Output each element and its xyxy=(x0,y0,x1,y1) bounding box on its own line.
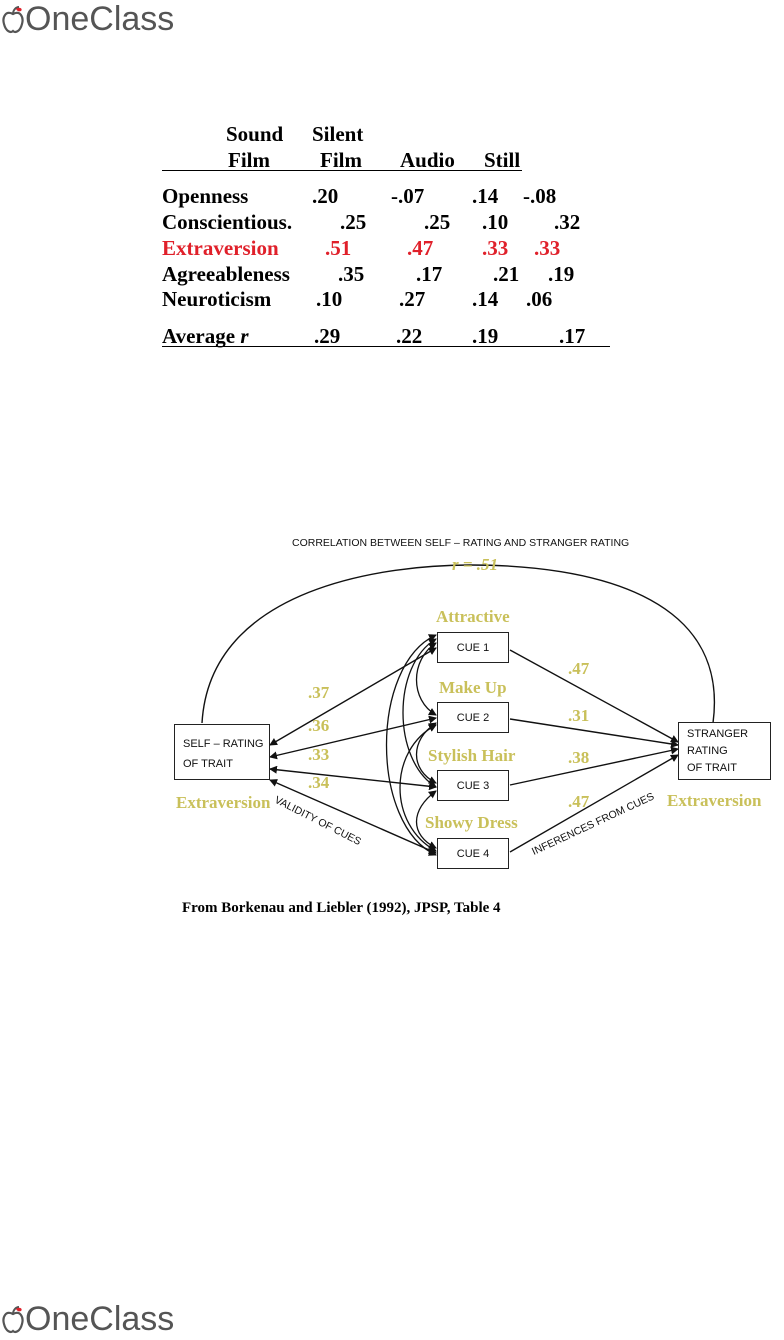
cell: .20 xyxy=(312,184,339,208)
validity-value-1: .37 xyxy=(308,683,330,702)
self-rating-line-1: SELF – RATING xyxy=(183,738,264,750)
cell: -.07 xyxy=(391,184,425,208)
cue-link-1-4 xyxy=(385,634,437,856)
validity-value-3: .33 xyxy=(308,745,330,764)
inference-arrow-3 xyxy=(509,746,679,786)
source-citation: From Borkenau and Liebler (1992), JPSP, … xyxy=(182,900,501,916)
correlation-arc xyxy=(201,564,716,724)
average-cell: .17 xyxy=(559,324,586,348)
cue-box-4: CUE 4 xyxy=(437,838,509,869)
apple-icon xyxy=(2,5,24,33)
average-rule xyxy=(162,346,610,347)
cell: .47 xyxy=(407,236,434,260)
row-label: Agreeableness xyxy=(162,262,290,286)
cue-box-1: CUE 1 xyxy=(437,632,509,663)
cue-name-4: Showy Dress xyxy=(425,813,518,832)
validity-value-4: .34 xyxy=(308,773,330,792)
cell: .33 xyxy=(534,236,561,260)
cell: .35 xyxy=(338,262,365,286)
header-audio: Audio xyxy=(400,148,455,172)
diagram-lines xyxy=(201,564,716,856)
header-silent: Silent xyxy=(312,122,364,146)
validity-arrow-4 xyxy=(269,779,437,854)
row-label: Conscientious. xyxy=(162,210,293,234)
inference-arrow-2 xyxy=(509,718,679,748)
cell: .19 xyxy=(548,262,575,286)
cell: .21 xyxy=(493,262,520,286)
average-r: r xyxy=(240,324,249,348)
cell: .25 xyxy=(340,210,367,234)
average-cell: .22 xyxy=(396,324,423,348)
validity-value-2: .36 xyxy=(308,716,330,735)
inference-value-1: .47 xyxy=(568,659,590,678)
apple-icon xyxy=(2,1305,24,1333)
cell: .17 xyxy=(416,262,443,286)
cell: .14 xyxy=(472,184,499,208)
stranger-rating-box: STRANGER RATING OF TRAIT xyxy=(678,722,771,780)
cell: .10 xyxy=(316,287,343,311)
average-cell: .19 xyxy=(472,324,499,348)
cell: .33 xyxy=(482,236,509,260)
oneclass-logo-bottom: OneClass xyxy=(2,1300,174,1339)
header-rule xyxy=(162,170,522,171)
self-rating-line-2: OF TRAIT xyxy=(183,758,233,770)
cue-name-3: Stylish Hair xyxy=(428,746,516,765)
validity-arrow-2 xyxy=(269,715,437,760)
diagram-title: CORRELATION BETWEEN SELF – RATING AND ST… xyxy=(292,537,630,549)
stranger-trait-label: Extraversion xyxy=(667,791,762,810)
correlation-table: Sound Silent Film Film Audio Still Openn… xyxy=(162,118,622,358)
cue-name-2: Make Up xyxy=(439,678,507,697)
average-label: Average r xyxy=(162,326,249,347)
cue-name-1: Attractive xyxy=(436,607,510,626)
header-still: Still xyxy=(484,148,521,172)
cell: .25 xyxy=(424,210,451,234)
cell: .51 xyxy=(325,236,352,260)
brand-name: OneClass xyxy=(25,0,175,38)
cell: .32 xyxy=(554,210,581,234)
validity-arrow-1 xyxy=(269,647,437,746)
cell: .27 xyxy=(399,287,426,311)
r-label: r = .51 xyxy=(452,555,499,574)
stranger-rating-line-1: STRANGER xyxy=(687,728,749,740)
inference-arrow-4 xyxy=(509,754,679,853)
header-sound: Sound xyxy=(226,122,284,146)
stranger-rating-line-2: RATING xyxy=(687,745,728,757)
cell: -.08 xyxy=(523,184,557,208)
oneclass-logo-top: OneClass xyxy=(2,0,174,39)
average-text: Average xyxy=(162,324,241,348)
cell: .06 xyxy=(526,287,553,311)
self-trait-label: Extraversion xyxy=(176,793,271,812)
cue-link-2-4 xyxy=(399,724,437,852)
inference-value-3: .38 xyxy=(568,748,590,767)
inference-arrow-1 xyxy=(509,649,679,743)
cue-box-2: CUE 2 xyxy=(437,702,509,733)
lens-model-diagram: CORRELATION BETWEEN SELF – RATING AND ST… xyxy=(170,525,784,869)
brand-name: OneClass xyxy=(25,1300,175,1338)
validity-arrow-3 xyxy=(269,765,437,791)
cue-box-3: CUE 3 xyxy=(437,770,509,801)
row-label-highlighted: Extraversion xyxy=(162,236,279,260)
cell: .10 xyxy=(482,210,509,234)
cell: .14 xyxy=(472,287,499,311)
header-film-2: Film xyxy=(320,148,362,172)
self-rating-box: SELF – RATING OF TRAIT xyxy=(174,724,270,780)
cue-link-1-3 xyxy=(402,638,437,788)
row-label: Openness xyxy=(162,184,249,208)
inference-value-4: .47 xyxy=(568,792,590,811)
average-cell: .29 xyxy=(314,324,341,348)
row-label: Neuroticism xyxy=(162,287,272,311)
inference-value-2: .31 xyxy=(568,706,590,725)
stranger-rating-line-3: OF TRAIT xyxy=(687,762,737,774)
header-film-1: Film xyxy=(228,148,270,172)
